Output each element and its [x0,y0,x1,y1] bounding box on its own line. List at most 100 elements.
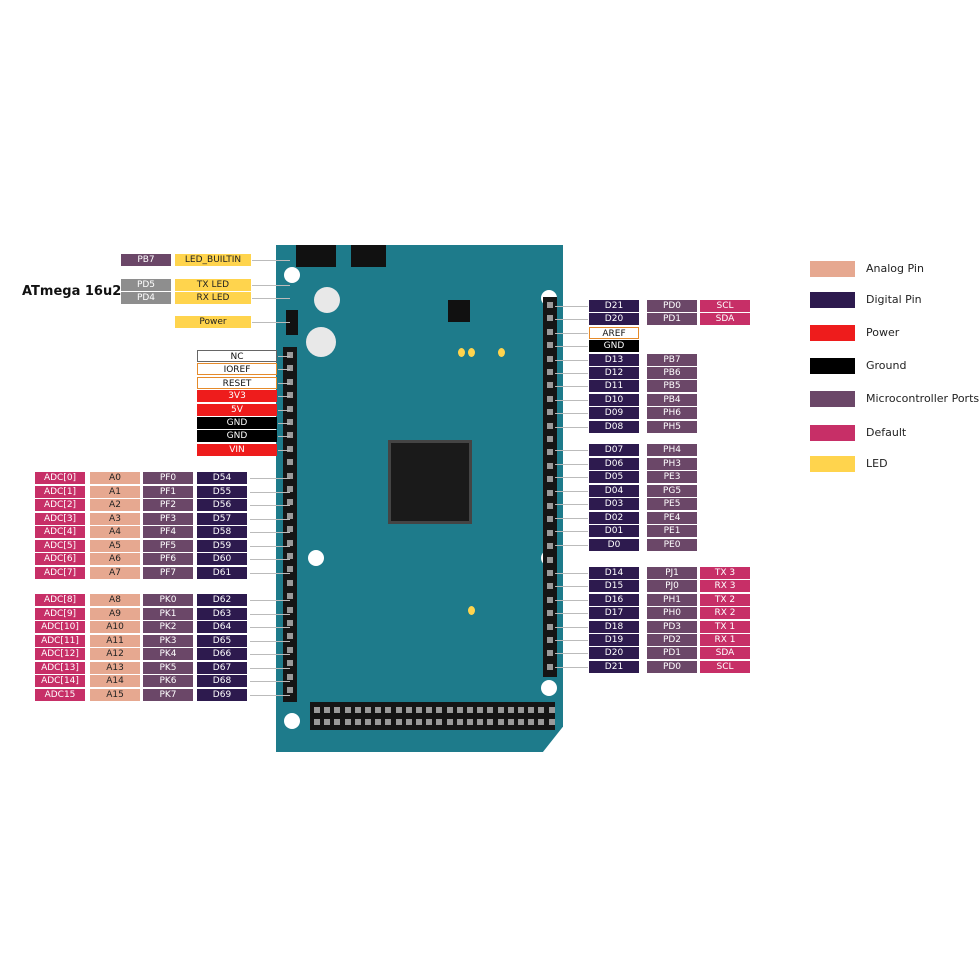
header-pin [287,620,293,626]
header-pin [547,369,553,375]
header-pin [344,707,351,713]
analog-pin: A5 [90,539,140,552]
header-pin [547,570,553,576]
analog-pin: A15 [90,688,140,701]
digital-pin: D67 [197,661,247,674]
pin-scl: SCL [700,300,750,312]
header-pin [395,719,402,725]
pin-d11: D11 [589,380,639,393]
label-pb7: PB7 [121,254,171,266]
legend-swatch-led [810,456,855,472]
comm-label: TX 1 [700,620,750,633]
analog-pin: A10 [90,621,140,633]
header-pin [547,503,553,509]
header-pin [547,529,553,536]
port-label: PF0 [143,472,193,484]
reset-button[interactable] [314,287,340,313]
digital-pin: D07 [589,444,639,456]
analog-pin: A7 [90,566,140,579]
connector-line [555,613,588,615]
port-label: PH4 [647,444,697,456]
legend-swatch-digital [810,292,855,308]
pin-sda: SDA [700,313,750,326]
digital-pin: D62 [197,594,247,606]
legend-label: Analog Pin [866,262,924,275]
header-pin [324,719,331,725]
port-label: PK1 [143,607,193,620]
header-pin [416,707,422,713]
connector-line [555,666,588,668]
digital-pin: D69 [197,688,247,701]
comm-label: TX 2 [700,593,750,606]
port-label: PK5 [143,661,193,674]
connector-line [555,399,588,401]
header-pin [547,328,553,335]
port-label: PD1 [647,647,697,660]
connector-line [555,386,588,388]
header-pin [287,486,293,492]
connector-line [555,319,588,321]
analog-pin: A12 [90,648,140,660]
header-pin [436,707,443,713]
header-pin [518,707,524,713]
header-pin [314,719,320,725]
right-digital-header [543,297,557,677]
header-pin [287,526,293,533]
header-pin [314,707,320,713]
adc-label: ADC[9] [35,607,85,620]
header-pin [287,673,293,680]
header-pin [405,707,412,713]
pin-d13: D13 [589,353,639,366]
digital-pin: D63 [197,607,247,620]
comm-label: SCL [700,660,750,673]
digital-pin: D02 [589,511,639,524]
connector-line [555,413,588,415]
label-pd5: PD5 [121,279,171,291]
adc-label: ADC[3] [35,512,85,525]
pin-pb5: PB5 [647,380,697,393]
label-power: Power [175,316,251,328]
pin-pd1: PD1 [647,313,697,326]
port-label: PF1 [143,485,193,498]
digital-pin: D01 [589,525,639,537]
connector-line [555,490,588,492]
connector-line [278,423,290,424]
digital-pin: D60 [197,553,247,565]
label-led-builtin: LED_BUILTIN [175,254,251,266]
connector-line [252,298,290,299]
header-pin [547,382,553,389]
connector-line [250,667,290,669]
legend-label: Ground [866,359,907,372]
connector-line [555,517,588,519]
adc-label: ADC[13] [35,661,85,674]
header-pin [547,302,553,308]
connector-line [252,322,290,323]
digital-pin: D18 [589,620,639,633]
header-pin [395,707,402,713]
header-pin [354,719,361,725]
port-label: PD2 [647,634,697,646]
pin-d10: D10 [589,393,639,406]
legend-label: LED [866,457,888,470]
connector-line [278,396,290,398]
header-pin [446,719,453,725]
connector-line [278,382,290,384]
adc-label: ADC[7] [35,566,85,579]
header-pin [528,719,535,725]
connector-line [250,505,290,506]
header-pin [547,449,553,456]
port-label: PK4 [143,648,193,660]
header-pin [344,719,351,725]
port-label: PE0 [647,538,697,551]
port-label: PH1 [647,593,697,606]
adc-label: ADC[0] [35,472,85,484]
pin-nc: NC [197,350,277,362]
connector-line [555,373,588,374]
port-label: PH3 [647,457,697,470]
port-label: PK7 [143,688,193,701]
led-tx [458,348,465,357]
label-pd4: PD4 [121,292,171,304]
port-label: PJ0 [647,580,697,593]
header-pin [287,445,293,452]
connector-line [250,518,290,520]
